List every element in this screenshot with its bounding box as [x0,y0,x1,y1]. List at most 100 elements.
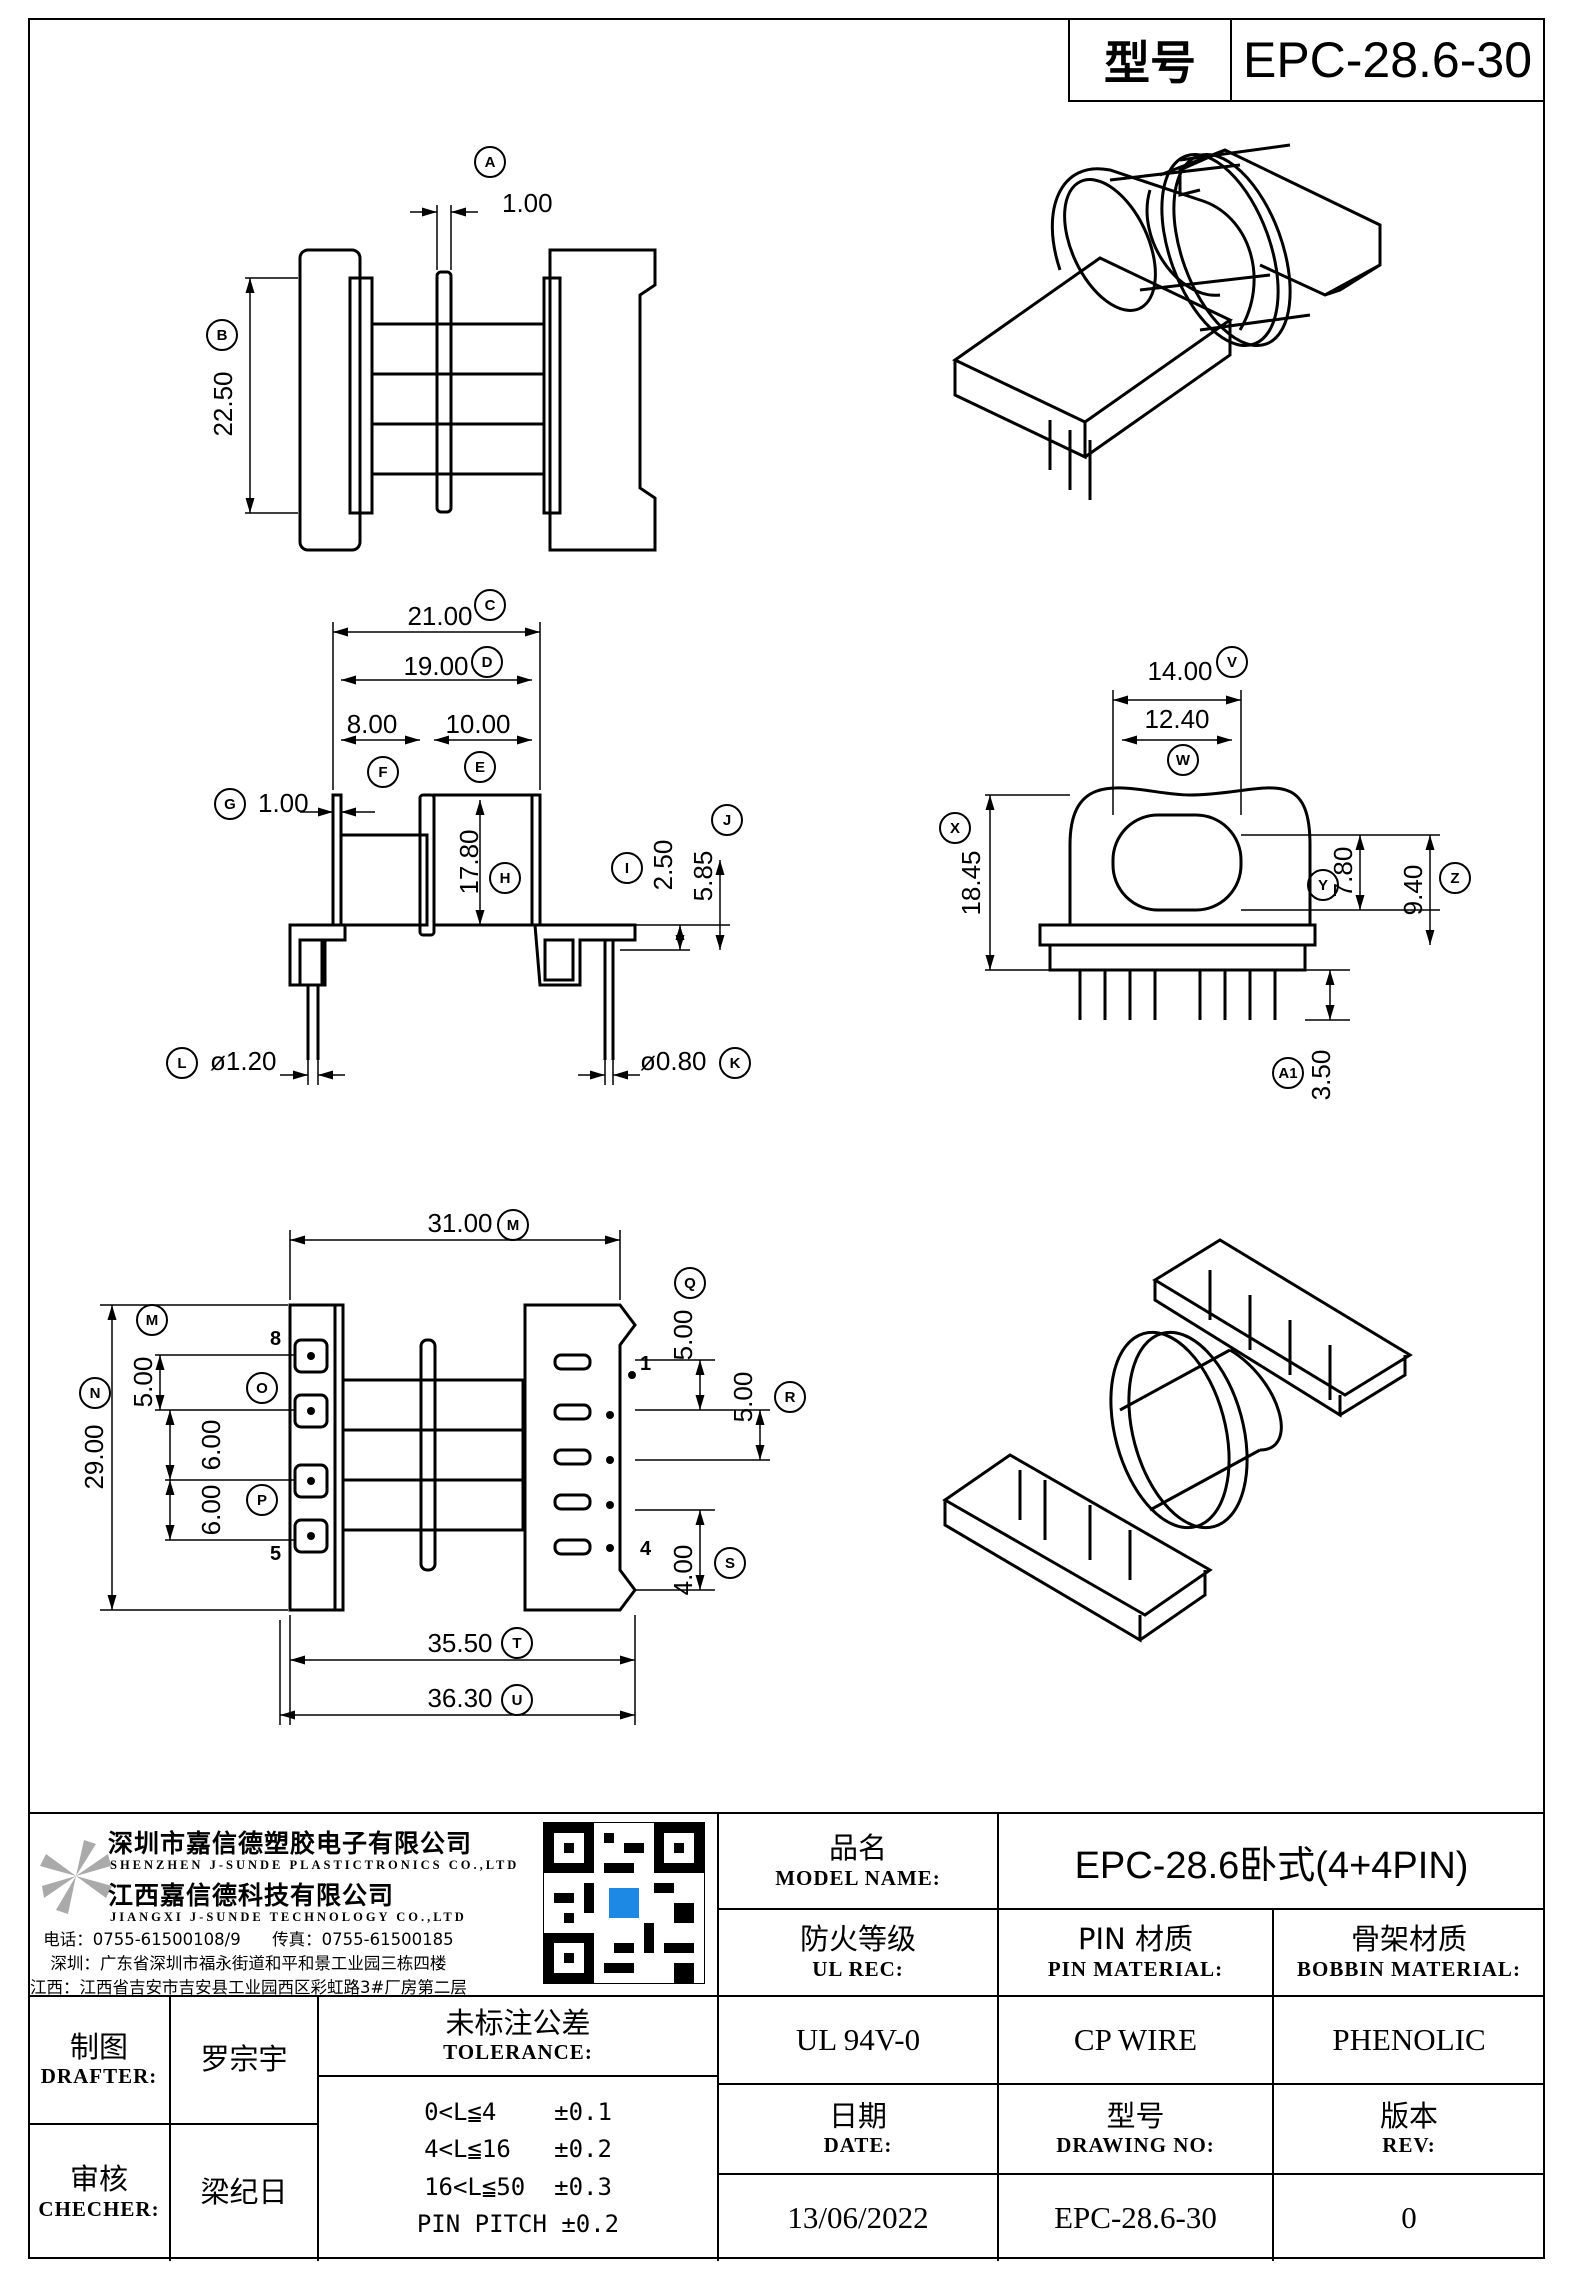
company-addr-sz: 深圳：广东省深圳市福永街道和平和景工业园三栋四楼 [50,1953,447,1973]
callout-circle [611,852,643,884]
callout-letter: L [177,1055,186,1072]
dim-t-value: 35.50 [427,1628,492,1658]
drafter-en: DRAFTER: [40,2064,158,2089]
dim-u-value: 36.30 [427,1683,492,1713]
pin-material-value: CP WIRE [1073,2022,1198,2057]
pin-material-cn: PIN 材质 [1078,1922,1193,1957]
tolerance-row: 0<L≦4 ±0.1 [424,2098,612,2127]
model-header: 型号 EPC-28.6-30 [1068,18,1545,102]
callout-letter: S [725,1555,735,1572]
tolerance-row: 4<L≦16 ±0.2 [424,2135,612,2164]
callout-circle [497,1209,529,1241]
date-en: DATE: [823,2133,893,2158]
callout-circle [464,751,496,783]
callout-circle [206,319,238,351]
callout-circle [501,1627,533,1659]
callout-letter: K [730,1055,741,1072]
drafter-label: 制图 DRAFTER: [28,1996,170,2124]
callout-letter: B [217,327,228,344]
callout-circle [1167,744,1199,776]
dim-h-value: 17.80 [454,829,484,894]
model-value: EPC-28.6-30 [1242,32,1533,88]
drawing-no-cn: 型号 [1106,2098,1165,2133]
callout-letter: C [485,597,496,614]
company-fax: 传真：0755-61500185 [272,1930,454,1949]
callout-letter: Z [1450,870,1459,887]
drafter-cn: 制图 [69,2029,128,2064]
callout-circle [939,812,971,844]
callout-circle [474,146,506,178]
callout-circle [474,589,506,621]
dim-q-value: 5.00 [668,1310,698,1361]
callout-letter: I [625,860,629,877]
callout-circle [674,1267,706,1299]
drawing-frame [28,18,1545,2259]
callout-letter: M [507,1217,520,1234]
pin-8-label: 8 [270,1328,281,1350]
callout-circle [711,804,743,836]
pin-1-label: 1 [640,1353,651,1375]
rev-en: REV: [1382,2133,1436,2158]
callout-circle [714,1547,746,1579]
callout-letter: G [224,796,236,813]
dim-y-value: 7.80 [1328,847,1358,898]
front-view [985,690,1440,1021]
model-label: 型号 [1070,20,1232,100]
checker-value: 梁纪日 [200,2174,288,2209]
bobbin-material-label: 骨架材质 BOBBIN MATERIAL: [1273,1909,1545,1996]
bobbin-material-en: BOBBIN MATERIAL: [1297,1956,1521,1981]
callout-circle [214,788,246,820]
callout-letter: E [475,759,485,776]
callout-circle [367,756,399,788]
drawing-no-label: 型号 DRAWING NO: [998,2084,1273,2174]
ul-cn: 防火等级 [799,1922,916,1957]
callout-letter: T [512,1635,521,1652]
ul-en: UL REC: [812,1956,904,1981]
company-tel: 电话：0755-61500108/9 [43,1930,241,1949]
tolerance-row: 16<L≦50 ±0.3 [424,2172,612,2201]
title-block: 深圳市嘉信德塑胶电子有限公司 SHENZHEN J-SUNDE PLASTICT… [28,1812,1545,2261]
date-cn: 日期 [828,2098,887,2133]
dim-c-value: 21.00 [407,601,472,631]
bottom-view [100,1230,770,1725]
callout-circle [1439,862,1471,894]
qr-pattern [544,1823,704,1983]
pin-material-label: PIN 材质 PIN MATERIAL: [998,1909,1273,1996]
callout-circle [246,1372,278,1404]
pin-5-label: 5 [270,1543,281,1565]
dim-m2-value: 5.00 [128,1357,158,1408]
dim-i-value: 2.50 [648,840,678,891]
model-name-en: MODEL NAME: [775,1865,941,1890]
dim-e-value: 10.00 [445,709,510,739]
callout-letter: N [90,1385,101,1402]
dim-p-value: 6.00 [196,1485,226,1536]
drawing-no-en: DRAWING NO: [1056,2133,1215,2158]
bobbin-material-value: PHENOLIC [1332,2022,1486,2057]
rev-label: 版本 REV: [1273,2084,1545,2174]
callout-letter: D [482,654,493,671]
bobbin-material-cn: 骨架材质 [1350,1922,1467,1957]
dim-w-value: 12.40 [1144,704,1209,734]
callout-letter: R [785,1389,796,1406]
ul-value: UL 94V-0 [795,2022,921,2057]
dim-f-value: 8.00 [347,709,398,739]
model-name-value: EPC-28.6卧式(4+4PIN) [1074,1845,1469,1887]
callout-letter: F [378,764,387,781]
dim-d-value: 19.00 [403,651,468,681]
callout-letter: H [500,870,511,887]
company-block: 深圳市嘉信德塑胶电子有限公司 SHENZHEN J-SUNDE PLASTICT… [28,1814,718,1997]
company-name-jx: 江西嘉信德科技有限公司 [108,1881,395,1910]
callout-circle [79,1377,111,1409]
callout-letter: P [257,1492,267,1509]
tolerance-label: 未标注公差 TOLERANCE: [318,1996,718,2076]
model-name-cn: 品名 [828,1831,887,1866]
dim-k-value: ø0.80 [640,1046,707,1076]
callout-letter: O [256,1380,268,1397]
checker-label: 审核 CHECHER: [28,2124,170,2261]
qr-code [543,1822,705,1984]
tolerance-en: TOLERANCE: [443,2040,593,2065]
company-en-sz: SHENZHEN J-SUNDE PLASTICTRONICS CO.,LTD [110,1858,520,1872]
callout-circle [1307,869,1339,901]
callout-letter: V [1227,654,1237,671]
date-value: 13/06/2022 [787,2199,929,2235]
